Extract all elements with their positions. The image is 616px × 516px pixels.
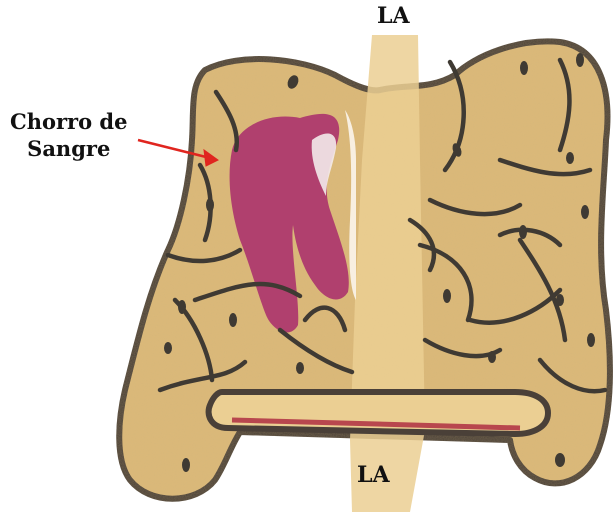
label-la-top: LA xyxy=(377,3,410,29)
label-la-bottom: LA xyxy=(357,462,390,488)
annotation-label: Chorro de Sangre xyxy=(10,108,127,162)
annotation-line-1: Chorro de xyxy=(10,108,127,135)
annotation-line-2: Sangre xyxy=(10,135,127,162)
